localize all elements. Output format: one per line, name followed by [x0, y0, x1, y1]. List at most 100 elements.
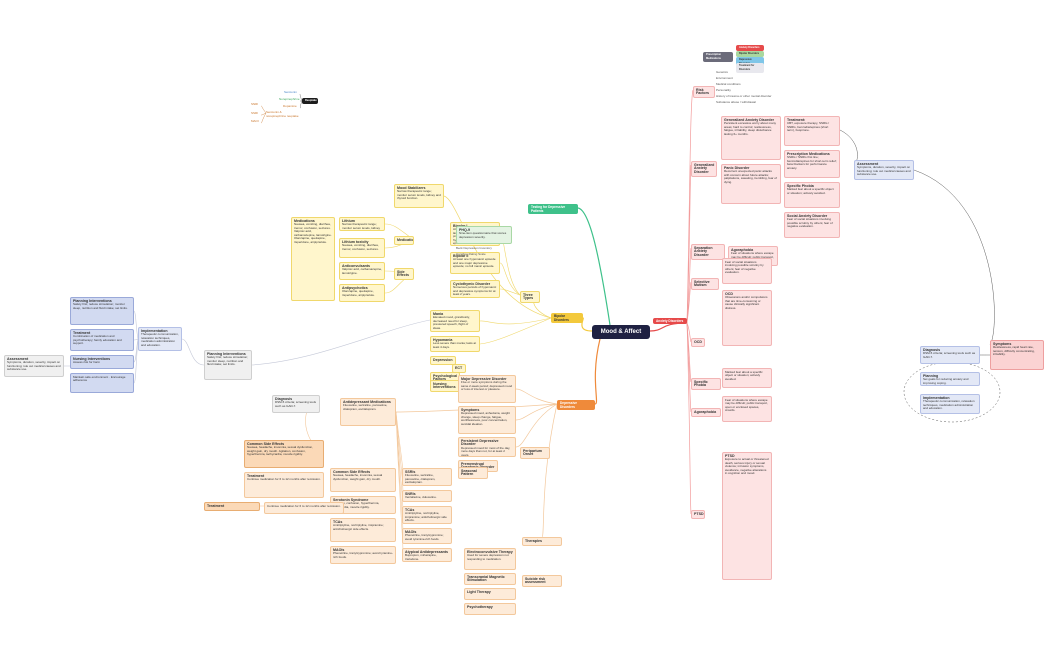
testing-branch[interactable]: Testing for Depressive Patients: [528, 204, 578, 214]
anxiety-risk-item-4: Personality: [716, 89, 731, 92]
hamd-label: Hamilton Rating Scale: [456, 253, 486, 256]
seasonal-node[interactable]: Seasonal Pattern: [458, 467, 488, 480]
bipolar-medications[interactable]: Medications: [394, 236, 414, 245]
bipolar-types[interactable]: Three Types: [520, 291, 540, 304]
dep-treatment-link[interactable]: Treatment: [204, 502, 260, 511]
dep-left-card-3: Continue medication for 6 to 12 months a…: [264, 502, 344, 514]
phobia-node[interactable]: Specific Phobia: [691, 378, 721, 391]
reuptake-serotonin: Serotonin: [284, 91, 297, 94]
agora-node[interactable]: Agoraphobia: [691, 408, 721, 417]
legend-anxiety: Anxiety Disorders: [736, 45, 764, 51]
selective-node[interactable]: Selective Mutism: [691, 278, 719, 291]
phobia-right-detail: Marked fear about a specific object or s…: [722, 368, 772, 388]
legend-bipolar: Bipolar Disorders: [736, 51, 764, 57]
bipolar-side-effects[interactable]: Side Effects: [394, 268, 414, 281]
bipolar-disorders-branch[interactable]: Bipolar Disorders: [551, 313, 583, 323]
tms-card: Transcranial Magnetic Stimulation: [464, 573, 516, 585]
anxiety-risk-item-5: History of trauma or other mental disord…: [716, 95, 772, 98]
gad-treatment: Treatment:CBT, exposure therapy, SSRIs /…: [784, 116, 840, 146]
reuptake-norepinephrine: Norepinephrine: [279, 98, 300, 101]
suicide-node[interactable]: Suicide risk assessment: [522, 575, 562, 588]
reuptake-ssri: SSRI: [251, 112, 259, 115]
bipolar-depression[interactable]: Depression: [430, 356, 456, 365]
bdi-label: Beck Depression Inventory: [456, 247, 492, 250]
bipolar-nursing[interactable]: Nursing Interventions: [430, 380, 460, 393]
therapies-node[interactable]: Therapies: [522, 537, 562, 546]
anxiety-risk-factors[interactable]: Risk Factors: [693, 86, 715, 99]
peripartum-node[interactable]: Peripartum Onset: [520, 447, 550, 460]
left-planning-card-4: Maintain safe environment · Encourage ad…: [70, 373, 134, 393]
anxiety-risk-item-2: Environment: [716, 77, 733, 80]
reuptake-note: Serotonin & norepinephrine reuptake: [266, 111, 299, 118]
legend-treatment: Treatment for Disorders: [736, 63, 764, 73]
gad-node[interactable]: Generalized Anxiety Disorder: [691, 161, 717, 177]
reuptake-dopamine: Dopamine: [283, 105, 297, 108]
reuptake-snri: SNRI: [251, 103, 259, 106]
depressive-disorders-branch[interactable]: Depressive Disorders: [557, 400, 595, 410]
legend-title: Prescription Medications: [703, 52, 733, 62]
selective-detail: Fear of social situations involving poss…: [722, 258, 772, 284]
ptsd-node[interactable]: PTSD: [691, 510, 705, 519]
separation-node[interactable]: Separation Anxiety Disorder: [691, 244, 725, 260]
reuptake-maoi: MAOI: [251, 120, 259, 123]
agora-right-detail: Fear of situations where escape may be d…: [722, 396, 772, 422]
psychotherapy-card: Psychotherapy: [464, 603, 516, 615]
anxiety-risk-item-1: Genetics: [716, 71, 728, 74]
ocd-node[interactable]: OCD: [691, 338, 705, 347]
anxiety-disorders-branch[interactable]: Anxiety Disorders: [653, 318, 687, 324]
reuptake-node[interactable]: Reuptake: [302, 98, 318, 104]
central-topic[interactable]: Mood & Affect: [592, 325, 650, 339]
light-card: Light Therapy: [464, 588, 516, 600]
anxiety-risk-item-6: Substance abuse / withdrawal: [716, 101, 756, 104]
anxiety-risk-item-3: Medical conditions: [716, 83, 741, 86]
